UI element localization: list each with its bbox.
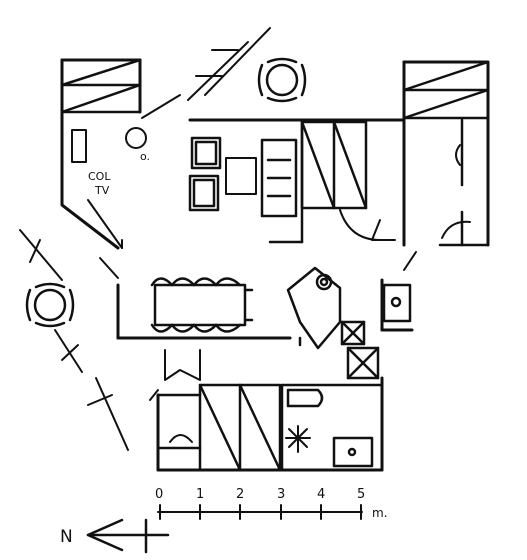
armchair-bottom	[188, 174, 220, 212]
stair-top-right	[402, 60, 490, 120]
tv-column	[71, 129, 87, 163]
tv-pointer-arrow	[87, 199, 123, 249]
kitchen-counter	[286, 266, 342, 350]
bathtub	[286, 388, 324, 408]
patio-table-left	[25, 282, 75, 328]
scale-tick-label: 4	[317, 487, 325, 502]
stair-center	[300, 120, 368, 210]
exterior-walls	[60, 58, 490, 472]
coffee-table	[225, 157, 257, 195]
stair-bottom	[198, 383, 282, 472]
lamp-marker-label: o.	[140, 150, 150, 163]
north-label: N	[60, 527, 73, 547]
kitchen-sink	[382, 283, 412, 323]
armchair-top	[190, 136, 222, 170]
scale-tick-label: 0	[155, 487, 163, 502]
sofa	[260, 138, 298, 218]
storage-box	[346, 346, 380, 380]
terrace-hatching	[19, 27, 271, 451]
north-arrow-icon	[86, 518, 170, 554]
door-swings	[149, 144, 471, 443]
washbasin	[332, 436, 374, 468]
col-label: COL	[88, 170, 111, 183]
scale-tick-label: 1	[196, 487, 204, 502]
scale-unit-label: m.	[372, 506, 388, 520]
stove-box	[340, 320, 366, 346]
scale-bar	[157, 504, 363, 520]
patio-table-top	[257, 57, 307, 103]
stair-top-left	[60, 58, 142, 114]
scale-tick-label: 2	[236, 487, 244, 502]
scale-tick-label: 5	[357, 487, 365, 502]
tv-label: TV	[94, 184, 110, 197]
dining-table	[150, 277, 254, 333]
bath-fixture	[285, 425, 311, 453]
scale-tick-label: 3	[277, 487, 285, 502]
lamp	[125, 94, 181, 149]
interior-walls	[156, 118, 490, 472]
scale-tick-labels: 0 1 2 3 4 5	[155, 487, 365, 502]
